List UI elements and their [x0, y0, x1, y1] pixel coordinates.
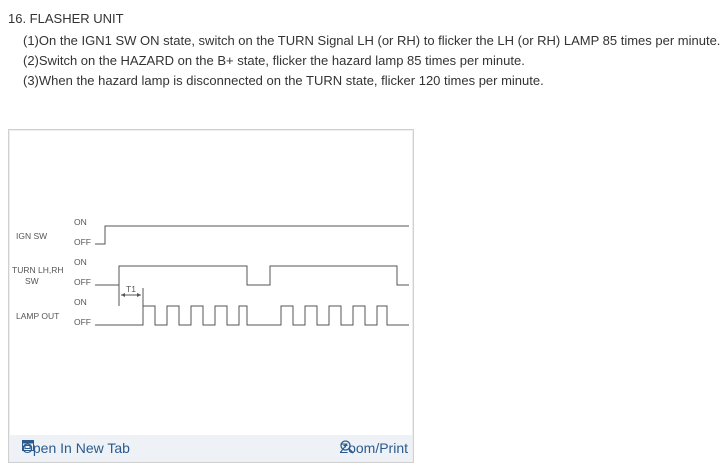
signal-label-turn-sw-line2: SW [25, 276, 39, 286]
new-tab-icon [22, 440, 34, 451]
figure-toolbar: Open In New Tab Zoom/Print [10, 435, 412, 461]
signal-off-label: OFF [74, 317, 91, 327]
zoom-print-label: Zoom/Print [339, 440, 408, 456]
open-new-tab-label: Open In New Tab [22, 440, 130, 456]
signal-off-label: OFF [74, 277, 91, 287]
signal-label-lamp-out: LAMP OUT [16, 311, 59, 321]
signal-on-label: ON [74, 217, 87, 227]
zoom-in-icon [339, 440, 354, 454]
timing-diagram: IGN SW ON OFF TURN LH,RH SW ON OFF T1 LA… [12, 217, 409, 327]
lamp-out-waveform [95, 305, 409, 326]
t1-arrow-head-right [137, 293, 141, 297]
step-item: (2)Switch on the HAZARD on the B+ state,… [23, 53, 525, 68]
signal-label-turn-sw: TURN LH,RH [12, 265, 63, 275]
t1-arrow-head-left [121, 293, 125, 297]
turn-sw-waveform [95, 265, 409, 286]
signal-label-ign-sw: IGN SW [16, 231, 47, 241]
t1-label: T1 [126, 284, 136, 294]
signal-on-label: ON [74, 297, 87, 307]
step-list: (1)On the IGN1 SW ON state, switch on th… [23, 31, 720, 91]
section-title: 16. FLASHER UNIT [8, 11, 124, 26]
open-new-tab-button[interactable]: Open In New Tab [22, 440, 130, 456]
step-item: (3)When the hazard lamp is disconnected … [23, 73, 544, 88]
ign-sw-waveform [95, 225, 409, 245]
step-item: (1)On the IGN1 SW ON state, switch on th… [23, 33, 721, 48]
signal-on-label: ON [74, 257, 87, 267]
timing-diagram-figure: IGN SW ON OFF TURN LH,RH SW ON OFF T1 LA… [8, 129, 414, 463]
zoom-print-button[interactable]: Zoom/Print [340, 440, 408, 456]
signal-off-label: OFF [74, 237, 91, 247]
